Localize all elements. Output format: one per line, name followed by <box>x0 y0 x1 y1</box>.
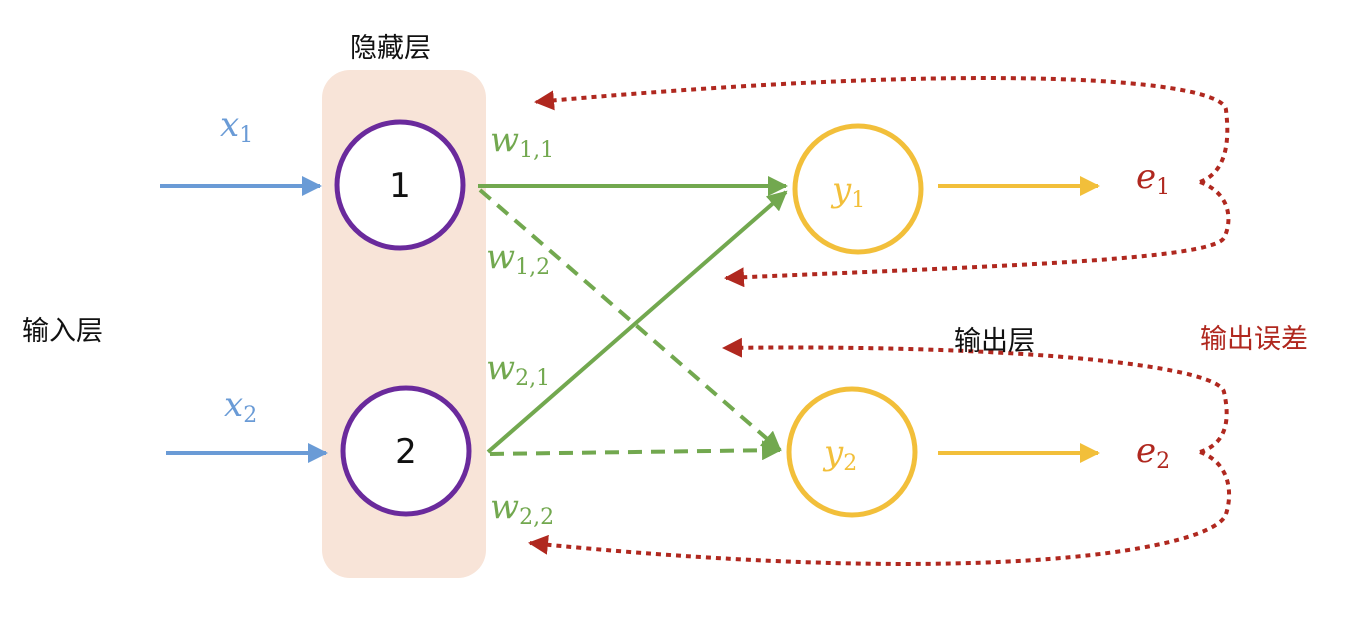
hidden-node-1-label: 1 <box>389 166 411 206</box>
error-feedback-2-upper <box>722 337 1229 454</box>
output-layer-label: 输出层 <box>954 326 1035 357</box>
hidden-node-2-label: 2 <box>395 432 417 472</box>
input-layer-label: 输入层 <box>22 316 103 347</box>
error-feedback-2-lower <box>528 450 1232 566</box>
output-node-1 <box>792 123 924 255</box>
error-label-e2: e2 <box>1136 431 1171 474</box>
weight-label-w22: w2,2 <box>490 487 555 530</box>
hidden-layer-label: 隐藏层 <box>350 33 431 64</box>
error-feedback-1-lower <box>724 180 1231 288</box>
hidden-node-1 <box>334 119 466 251</box>
input-label-x2: x2 <box>224 385 258 428</box>
weight-line-2-1 <box>486 190 788 454</box>
error-label-e1: e1 <box>1136 157 1171 200</box>
output-error-label: 输出误差 <box>1200 324 1308 355</box>
weight-label-w21: w2,1 <box>486 348 551 391</box>
weight-label-w11: w1,1 <box>490 120 555 163</box>
weight-label-w12: w1,2 <box>486 237 551 280</box>
hidden-node-2 <box>340 385 472 517</box>
output-label-y1: y1 <box>832 170 866 213</box>
weight-line-1-2 <box>478 188 782 452</box>
error-feedback-1-upper <box>534 76 1230 184</box>
output-label-y2: y2 <box>824 433 858 476</box>
weight-line-2-2 <box>489 440 782 461</box>
input-label-x1: x1 <box>220 105 254 148</box>
output-node-2 <box>786 386 918 518</box>
